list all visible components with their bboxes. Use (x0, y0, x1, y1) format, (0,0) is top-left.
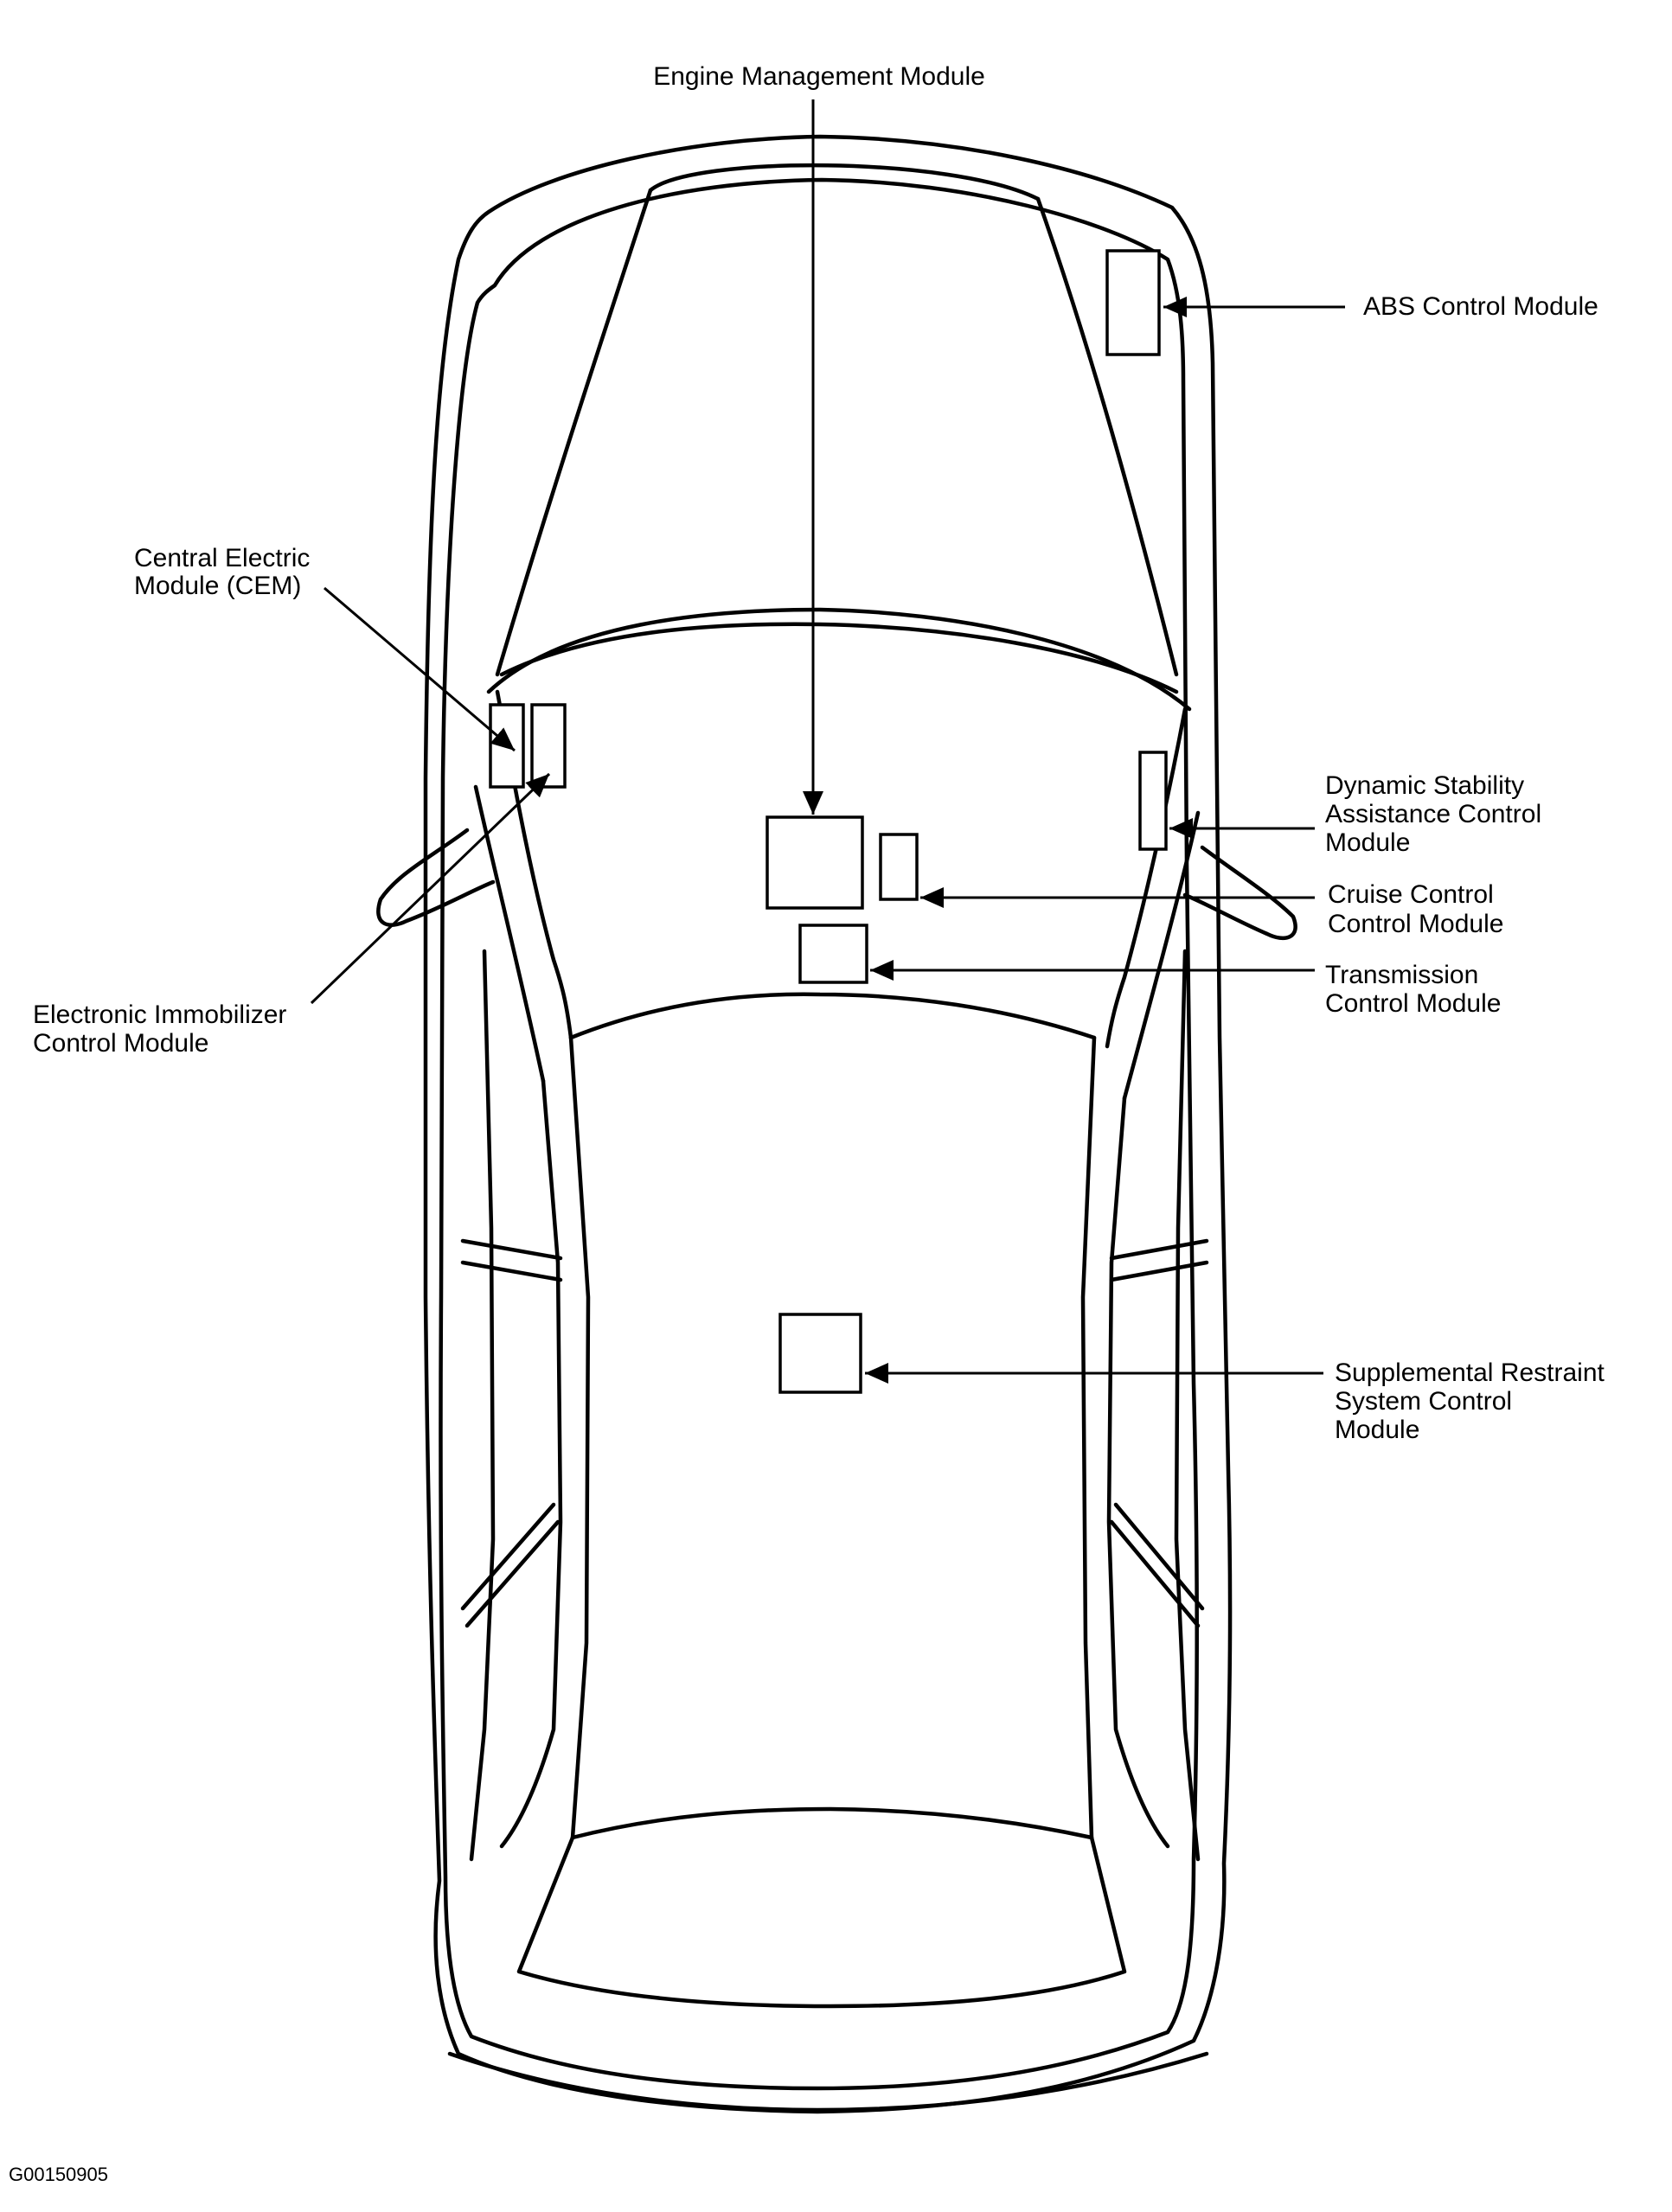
hood-left-edge (495, 188, 653, 677)
right-door-outer (1106, 1096, 1170, 1849)
srs-module-box (778, 1313, 862, 1394)
engine-management-module-box (766, 815, 864, 910)
label-transmission: Transmission Control Module (1325, 961, 1501, 1018)
roof-right (1080, 1035, 1097, 1840)
right-c-pillar-2 (1109, 1519, 1201, 1628)
modules (489, 249, 1168, 1394)
leader-cem (324, 586, 516, 752)
cowl-line-inner (499, 622, 1179, 694)
mirror-right (1182, 845, 1297, 941)
cem-module-box (489, 703, 525, 789)
label-cem: Central Electric Module (CEM) (134, 544, 317, 600)
figure-code: G00150905 (9, 2164, 108, 2185)
roof-front (568, 992, 1097, 1040)
hood-top-edge (648, 163, 1041, 201)
car-body-inner (439, 177, 1199, 2091)
left-c-pillar-2 (464, 1519, 561, 1628)
left-c-pillar (460, 1502, 556, 1611)
leader-immobilizer (310, 772, 551, 1005)
label-srs: Supplemental Restraint System Control Mo… (1335, 1359, 1611, 1444)
label-engine-management: Engine Management Module (653, 62, 985, 91)
hood-right-edge (1035, 196, 1179, 677)
a-pillar-right-inner (1122, 810, 1201, 1101)
cruise-control-module-box (879, 833, 919, 901)
roof-left (568, 1035, 591, 1840)
right-door-inner (1174, 949, 1201, 1862)
label-cruise: Cruise Control Control Module (1328, 880, 1503, 938)
left-door-inner (469, 949, 496, 1862)
rear-bumper-line (447, 2051, 1209, 2113)
labels: Engine Management Module ABS Control Mod… (9, 62, 1611, 2185)
transmission-module-box (798, 924, 868, 984)
car-outline (376, 134, 1297, 2114)
right-c-pillar (1113, 1502, 1205, 1611)
label-immobilizer: Electronic Immobilizer Control Module (33, 1001, 294, 1058)
left-door-outer (499, 1078, 563, 1849)
cowl-line (486, 607, 1192, 712)
a-pillar-left-inner (473, 784, 546, 1084)
dsa-module-box (1138, 751, 1168, 851)
right-b-pillar (1109, 1238, 1209, 1261)
label-dsa: Dynamic Stability Assistance Control Mod… (1325, 771, 1548, 857)
a-pillar-right (1105, 706, 1188, 1049)
roof-rear (570, 1806, 1094, 1840)
abs-module-box (1105, 249, 1161, 356)
rear-deck (516, 1835, 1127, 2009)
mirror-left (376, 828, 496, 927)
left-b-pillar (460, 1238, 563, 1261)
label-abs: ABS Control Module (1363, 292, 1598, 321)
left-b-pillar-2 (460, 1260, 563, 1282)
right-b-pillar-2 (1109, 1260, 1209, 1282)
leader-lines (310, 99, 1345, 1384)
